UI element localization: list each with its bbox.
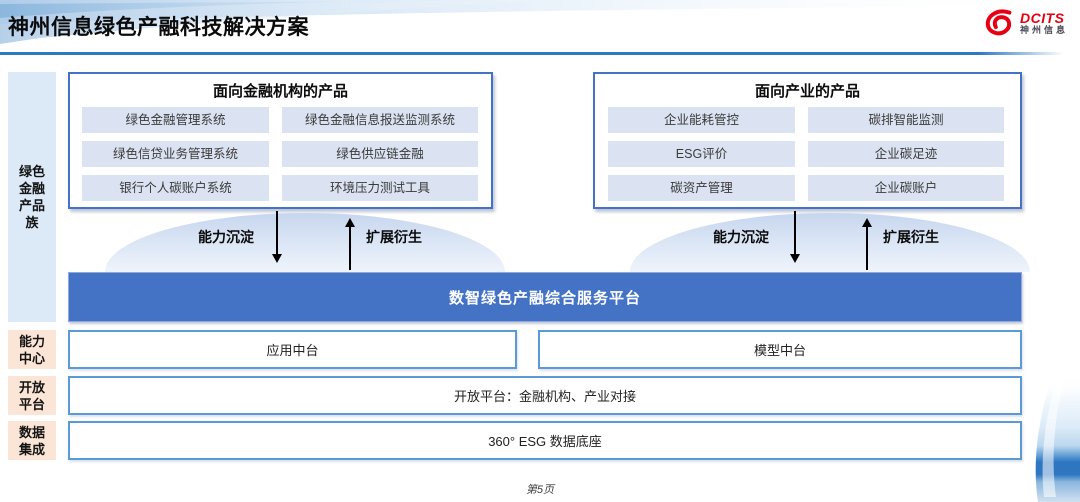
flow-label-capability-settling: 能力沉淀 bbox=[713, 229, 769, 245]
product-group-financial-institutions: 面向金融机构的产品 绿色金融管理系统 绿色金融信息报送监测系统 绿色信贷业务管理… bbox=[68, 72, 493, 209]
down-arrow-icon bbox=[790, 211, 800, 263]
product-item: 绿色金融管理系统 bbox=[82, 107, 269, 133]
sidebar-group-capability-center: 能力 中心 bbox=[8, 330, 56, 369]
sidebar-group-green-finance-products: 绿色 金融 产品 族 bbox=[8, 72, 56, 322]
sidebar-line: 集成 bbox=[18, 441, 45, 457]
dome-shape-right bbox=[630, 213, 1030, 272]
logo-text: DCITS 神州信息 bbox=[1020, 11, 1068, 35]
sidebar-group-data-integration: 数据 集成 bbox=[8, 421, 56, 460]
sidebar-line: 族 bbox=[25, 215, 39, 230]
sidebar-line: 数据 bbox=[18, 424, 45, 440]
product-item: 绿色金融信息报送监测系统 bbox=[282, 107, 478, 133]
product-grid: 绿色金融管理系统 绿色金融信息报送监测系统 绿色信贷业务管理系统 绿色供应链金融… bbox=[82, 107, 478, 201]
dcits-swirl-icon bbox=[985, 9, 1012, 36]
logo-brand: DCITS bbox=[1019, 9, 1065, 26]
logo-brand-cn: 神州信息 bbox=[1019, 24, 1068, 35]
sidebar-line: 绿色 bbox=[18, 164, 45, 179]
product-grid: 企业能耗管控 碳排智能监测 ESG评价 企业碳足迹 碳资产管理 企业碳账户 bbox=[608, 107, 1004, 201]
open-platform-box: 开放平台：金融机构、产业对接 bbox=[68, 376, 1022, 415]
down-arrow-icon bbox=[272, 211, 282, 263]
page-number: 第5页 bbox=[525, 484, 555, 496]
product-item: 环境压力测试工具 bbox=[282, 175, 478, 201]
product-item: 企业能耗管控 bbox=[608, 107, 795, 133]
header-rule bbox=[0, 52, 1064, 55]
product-item: 绿色供应链金融 bbox=[282, 141, 478, 167]
product-group-title: 面向金融机构的产品 bbox=[212, 83, 348, 100]
dome-shape-left bbox=[105, 213, 505, 272]
app-middle-platform-box: 应用中台 bbox=[68, 330, 517, 369]
product-item: ESG评价 bbox=[608, 141, 795, 167]
flow-label-expansion-derivation: 扩展衍生 bbox=[883, 229, 939, 245]
sidebar-group-open-platform: 开放 平台 bbox=[8, 376, 56, 415]
product-item: 绿色信贷业务管理系统 bbox=[82, 141, 269, 167]
product-group-title: 面向产业的产品 bbox=[754, 83, 860, 100]
sidebar-line: 产品 bbox=[18, 198, 45, 213]
product-item: 银行个人碳账户系统 bbox=[82, 175, 269, 201]
sidebar-line: 中心 bbox=[18, 350, 45, 366]
product-item: 企业碳账户 bbox=[808, 175, 1004, 201]
esg-data-base-box: 360° ESG 数据底座 bbox=[68, 421, 1022, 460]
up-arrow-icon bbox=[862, 218, 872, 270]
page-title: 神州信息绿色产融科技解决方案 bbox=[8, 16, 309, 39]
up-arrow-icon bbox=[345, 218, 355, 270]
sidebar-line: 能力 bbox=[18, 333, 45, 349]
product-group-industry: 面向产业的产品 企业能耗管控 碳排智能监测 ESG评价 企业碳足迹 碳资产管理 … bbox=[593, 72, 1022, 209]
flow-label-expansion-derivation: 扩展衍生 bbox=[366, 229, 422, 245]
sidebar-line: 金融 bbox=[18, 181, 45, 196]
model-middle-platform-box: 模型中台 bbox=[538, 330, 1022, 369]
sidebar-line: 开放 bbox=[18, 379, 45, 395]
product-item: 企业碳足迹 bbox=[808, 141, 1004, 167]
company-logo: DCITS 神州信息 bbox=[982, 7, 1068, 39]
product-item: 碳排智能监测 bbox=[808, 107, 1004, 133]
flow-label-capability-settling: 能力沉淀 bbox=[198, 229, 254, 245]
sidebar-line: 平台 bbox=[18, 396, 45, 412]
platform-banner: 数智绿色产融综合服务平台 bbox=[68, 272, 1022, 322]
product-item: 碳资产管理 bbox=[608, 175, 795, 201]
